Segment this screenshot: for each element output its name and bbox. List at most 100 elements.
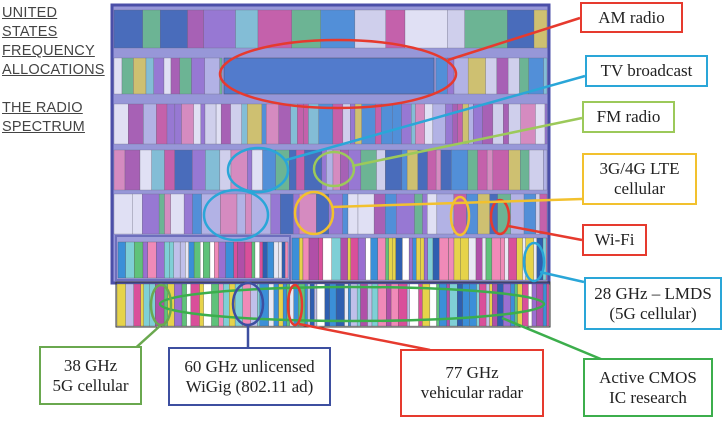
allocation-band: [320, 9, 356, 49]
fm-radio-leader: [351, 116, 583, 168]
lmds-label-line-2: (5G cellular): [609, 303, 697, 323]
allocation-band: [113, 9, 143, 49]
allocation-band: [453, 237, 461, 281]
allocation-band: [214, 241, 219, 279]
allocation-band: [468, 237, 477, 281]
allocation-band: [186, 283, 192, 327]
cmos-callout: Active CMOS IC research: [583, 358, 713, 417]
allocation-band: [385, 237, 389, 281]
am-radio-leader: [447, 16, 581, 62]
allocation-band: [134, 241, 144, 279]
allocation-band: [504, 237, 509, 281]
allocation-band: [262, 241, 268, 279]
allocation-band: [357, 237, 366, 281]
fm-radio-ellipse: [312, 150, 356, 188]
allocation-band: [365, 237, 371, 281]
allocation-band: [322, 237, 332, 281]
tv-broadcast-ellipse-2: [202, 188, 270, 242]
allocation-band: [188, 241, 195, 279]
wifi-leader: [507, 224, 583, 242]
allocation-band: [331, 237, 341, 281]
tv-broadcast-ellipse-1: [226, 146, 290, 194]
title-line-5: THE RADIO: [2, 100, 83, 116]
allocation-band: [514, 283, 518, 327]
allocation-band: [218, 241, 226, 279]
allocation-band: [237, 241, 246, 279]
radar-callout: 77 GHz vehicular radar: [400, 349, 544, 417]
allocation-band: [402, 237, 410, 281]
allocation-band: [281, 241, 286, 279]
g38-callout: 38 GHz 5G cellular: [39, 346, 142, 405]
allocation-band: [448, 237, 455, 281]
allocation-band: [427, 237, 434, 281]
lmds-label-line-1: 28 GHz – LMDS: [594, 283, 712, 303]
allocation-band: [244, 241, 253, 279]
lte-callout: 3G/4G LTE cellular: [582, 153, 697, 205]
lte-label-line-1: 3G/4G LTE: [599, 159, 680, 178]
g38-label-line-1: 38 GHz: [63, 355, 118, 375]
chart-frame-outline: [110, 3, 551, 285]
allocation-band: [423, 237, 428, 281]
allocation-band: [497, 283, 504, 327]
allocation-band: [209, 241, 215, 279]
radar-leader: [298, 322, 431, 352]
allocation-band: [273, 241, 279, 279]
lower-strip-frame: [115, 281, 551, 328]
allocation-band: [254, 241, 260, 279]
allocation-band: [507, 9, 535, 49]
lte-leader: [331, 197, 583, 209]
allocation-band: [133, 283, 141, 327]
allocation-band: [203, 283, 212, 327]
allocation-band: [142, 241, 148, 279]
lmds-leader: [539, 270, 585, 284]
allocation-band: [356, 283, 361, 327]
allocation-band: [388, 237, 393, 281]
allocation-band: [395, 237, 403, 281]
tv-broadcast-leader: [285, 74, 586, 162]
radar-label-line-1: 77 GHz: [445, 363, 499, 382]
cmos-ellipse: [158, 285, 546, 323]
allocation-band: [350, 283, 358, 327]
allocation-band: [347, 237, 351, 281]
title-line-4: ALLOCATIONS: [2, 62, 105, 78]
allocation-band: [536, 283, 544, 327]
allocation-band: [522, 283, 529, 327]
allocation-band: [181, 283, 187, 327]
allocation-band: [350, 237, 359, 281]
allocation-band: [117, 241, 126, 279]
allocation-band: [528, 283, 533, 327]
allocation-band: [464, 9, 508, 49]
allocation-band: [544, 103, 548, 145]
cmos-label-line-1: Active CMOS: [599, 367, 697, 387]
leader-lines: [99, 16, 621, 381]
allocation-band: [193, 241, 201, 279]
allocation-band: [370, 237, 378, 281]
allocation-chart: [110, 3, 551, 328]
allocation-band: [377, 237, 386, 281]
allocation-band: [335, 283, 345, 327]
allocation-band: [259, 241, 264, 279]
am-radio-callout: AM radio: [580, 2, 683, 33]
allocation-band: [360, 283, 368, 327]
wigig-label-line-2: WiGig (802.11 ad): [185, 376, 314, 396]
allocation-band: [510, 283, 515, 327]
lte-label-line-2: cellular: [614, 179, 665, 198]
allocation-band: [284, 241, 289, 279]
am-band: [223, 57, 435, 95]
fm-radio-callout: FM radio: [582, 101, 675, 133]
am-radio-label: AM radio: [598, 7, 665, 27]
allocation-band: [475, 237, 483, 281]
allocation-band: [408, 237, 413, 281]
allocation-band: [517, 283, 523, 327]
allocation-band: [508, 237, 517, 281]
radar-ellipse: [286, 283, 304, 327]
wifi-callout: Wi-Fi: [582, 224, 647, 256]
allocation-band: [539, 193, 548, 235]
fm-radio-label: FM radio: [596, 107, 661, 126]
allocation-band: [199, 283, 204, 327]
allocation-band: [432, 237, 440, 281]
allocation-bands: [113, 9, 548, 235]
lte-ellipse-1: [293, 190, 335, 236]
allocation-band: [489, 283, 493, 327]
allocation-band: [251, 241, 256, 279]
